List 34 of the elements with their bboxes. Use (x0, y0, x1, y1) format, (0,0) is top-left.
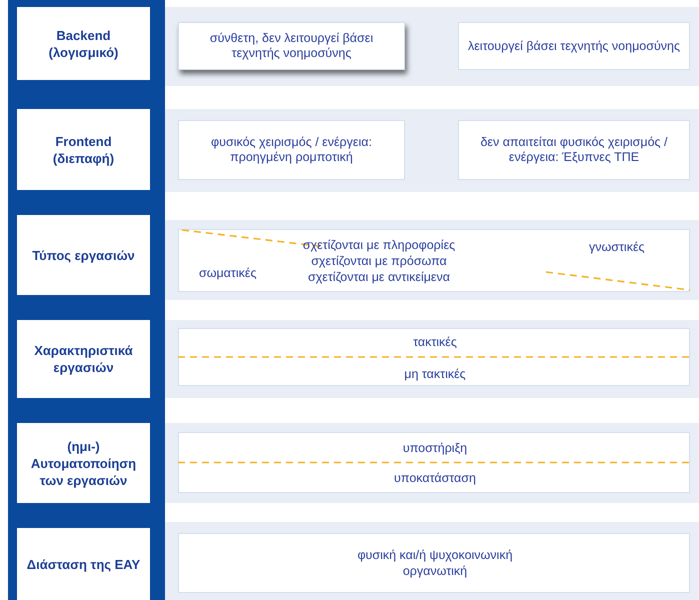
box-text: υποκατάσταση (393, 471, 477, 486)
box-text: μη τακτικές (403, 367, 467, 382)
box-text: δεν απαιτείται φυσικός χειρισμός / ενέργεια: Έξυπνες ΤΠΕ (479, 135, 669, 165)
box-text: λειτουργεί βάσει τεχνητής νοημοσύνης (468, 38, 680, 54)
box-text: σωματικές (199, 266, 256, 281)
text-box (178, 432, 690, 493)
row-header-box (17, 423, 150, 503)
box-text: οργανωτική (402, 564, 468, 579)
row-header-box (17, 7, 150, 80)
row-header-box (17, 215, 150, 295)
text-box (178, 328, 690, 386)
box-text: φυσική και/ή ψυχοκοινωνική (356, 548, 514, 563)
row-header-box (17, 109, 150, 190)
box-text: σχετίζονται με πρόσωπα (310, 254, 448, 269)
text-box (458, 22, 690, 70)
box-text: σύνθετη, δεν λειτουργεί βάσει τεχνητής νοημοσύνης (208, 31, 374, 61)
text-box (178, 229, 690, 292)
box-text: φυσικός χειρισμός / ενέργεια: προηγμένη ρομποτική (210, 135, 373, 165)
row-heading: (ημι-) Αυτοματοποίηση των εργασιών (30, 438, 138, 488)
text-box (178, 533, 690, 593)
text-box (178, 120, 405, 180)
box-text: γνωστικές (589, 240, 645, 255)
box-text: τακτικές (412, 335, 458, 350)
row-heading: Frontend (διεπαφή) (52, 132, 116, 166)
row-header-box (17, 320, 150, 398)
box-text: σχετίζονται με πληροφορίες (302, 238, 456, 253)
row-heading: Backend (λογισμικό) (48, 26, 120, 60)
row-heading: Διάσταση της ΕΑΥ (26, 556, 140, 572)
row-heading: Χαρακτηριστικά εργασιών (33, 342, 134, 376)
box-text: υποστήριξη (402, 441, 468, 456)
text-box (178, 22, 405, 70)
text-box (458, 120, 690, 180)
row-heading: Τύπος εργασιών (32, 246, 135, 264)
row-header-box (17, 528, 150, 600)
